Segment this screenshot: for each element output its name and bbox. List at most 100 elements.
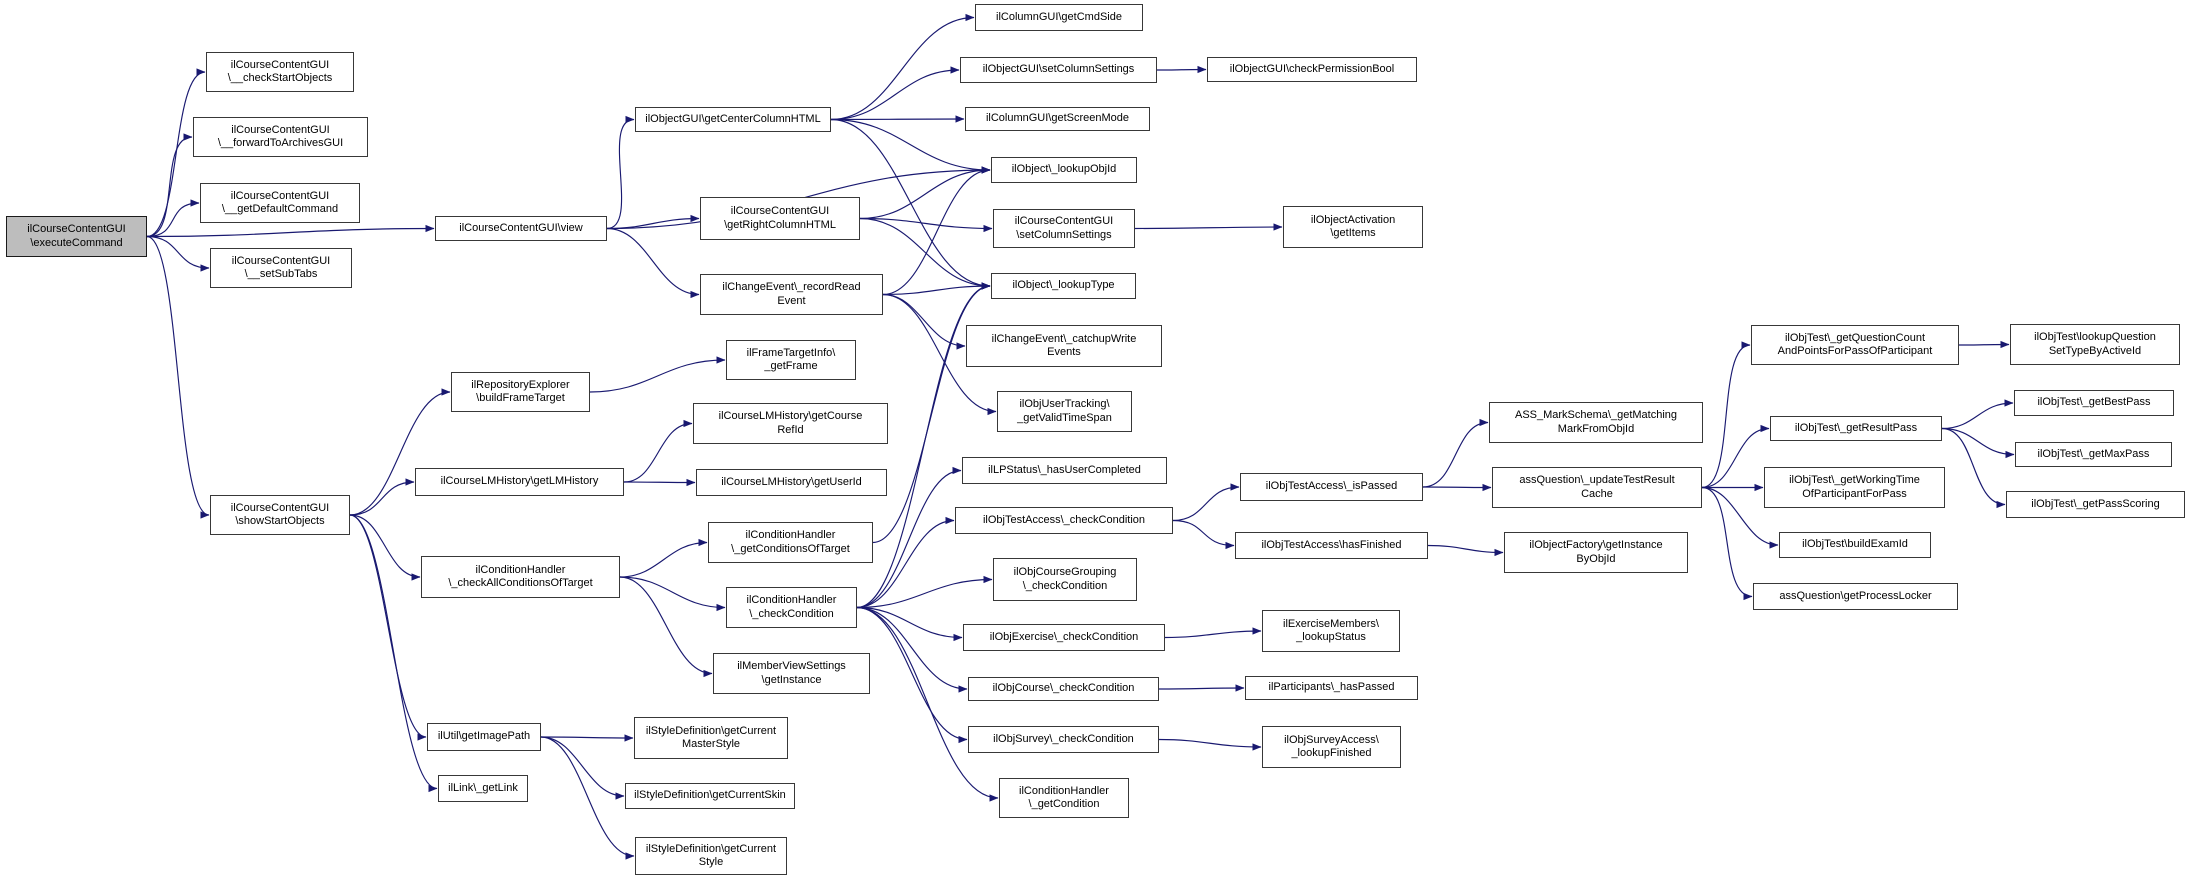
graph-node-check-all-conditions[interactable]: ilConditionHandler\_checkAllConditionsOf… (421, 556, 620, 598)
graph-node-get-condition[interactable]: ilConditionHandler\_getCondition (999, 778, 1129, 818)
graph-node-label: ilObjTest\_getResultPass (1794, 421, 1918, 434)
graph-node-is-passed[interactable]: ilObjTestAccess\_isPassed (1240, 473, 1423, 501)
call-edge-get-result-pass--get-pass-scoring (1941, 427, 2006, 509)
graph-node-get-frame[interactable]: ilFrameTargetInfo\_getFrame (726, 340, 856, 380)
graph-node-label: ilObjTestAccess\hasFinished (1261, 538, 1402, 551)
graph-node-get-conditions-of-target[interactable]: ilConditionHandler\_getConditionsOfTarge… (708, 522, 873, 563)
call-edge-get-image-path--get-current-skin (540, 736, 625, 800)
call-edge-objgui-set-column-settings--check-permission-bool (1156, 65, 1207, 74)
graph-node-get-instance[interactable]: ilMemberViewSettings\getInstance (713, 653, 870, 694)
call-edge-record-read-event--lookup-type (882, 282, 991, 296)
call-edge-execute-command--view (146, 224, 435, 238)
graph-node-get-items[interactable]: ilObjectActivation\getItems (1283, 206, 1423, 248)
graph-node-label: assQuestion\_updateTestResult (1519, 474, 1675, 486)
graph-node-build-exam-id[interactable]: ilObjTest\buildExamId (1779, 532, 1931, 558)
edge-group (146, 13, 2015, 860)
call-edge-ch-check-condition--survey-check-condition (856, 606, 968, 744)
graph-node-get-center-column-html[interactable]: ilObjectGUI\getCenterColumnHTML (635, 107, 831, 132)
graph-node-get-pass-scoring[interactable]: ilObjTest\_getPassScoring (2006, 491, 2185, 518)
graph-node-label: ilObject\_lookupObjId (1011, 163, 1117, 176)
graph-node-label: ilChangeEvent\_catchupWrite (991, 332, 1137, 345)
graph-node-get-user-id[interactable]: ilCourseLMHistory\getUserId (696, 469, 887, 496)
graph-node-build-frame-target[interactable]: ilRepositoryExplorer\buildFrameTarget (451, 372, 590, 412)
graph-node-execute-command[interactable]: ilCourseContentGUI\executeCommand (6, 216, 147, 257)
graph-node-course-check-condition[interactable]: ilObjCourse\_checkCondition (968, 677, 1159, 701)
call-edge-ta-check-condition--has-finished (1172, 519, 1235, 550)
graph-node-get-result-pass[interactable]: ilObjTest\_getResultPass (1770, 416, 1942, 441)
graph-node-label: ilObjCourseGrouping (1013, 566, 1117, 578)
graph-node-label: \buildFrameTarget (476, 392, 565, 404)
graph-node-grouping-check-condition[interactable]: ilObjCourseGrouping\_checkCondition (993, 558, 1137, 601)
graph-node-label: ilParticipants\_hasPassed (1268, 681, 1395, 694)
call-edge-show-start-objects--check-all-conditions (349, 514, 421, 581)
graph-node-get-cmd-side[interactable]: ilColumnGUI\getCmdSide (975, 4, 1143, 31)
graph-node-check-start-objects[interactable]: ilCourseContentGUI\__checkStartObjects (206, 52, 354, 92)
graph-node-get-lm-history[interactable]: ilCourseLMHistory\getLMHistory (415, 468, 624, 496)
call-edge-update-test-result-cache--get-question-count (1701, 341, 1751, 489)
call-edge-execute-command--get-default-command (146, 199, 200, 238)
graph-node-label: ilExerciseMembers\ (1283, 617, 1379, 630)
graph-node-objgui-set-column-settings[interactable]: ilObjectGUI\setColumnSettings (960, 57, 1157, 83)
call-edge-get-center-column-html--lookup-type (830, 118, 991, 290)
graph-node-has-finished[interactable]: ilObjTestAccess\hasFinished (1235, 532, 1428, 559)
graph-node-label: ilCourseContentGUI (231, 254, 331, 267)
call-edge-is-passed--get-matching-mark (1422, 418, 1489, 488)
call-edge-get-center-column-html--objgui-set-column-settings (830, 66, 960, 121)
graph-node-get-right-column-html[interactable]: ilCourseContentGUI\getRightColumnHTML (700, 197, 860, 240)
graph-node-get-process-locker[interactable]: assQuestion\getProcessLocker (1753, 583, 1958, 610)
graph-node-label: ilColumnGUI\getCmdSide (996, 10, 1122, 23)
graph-node-label: ilCourseLMHistory\getUserId (721, 475, 862, 488)
graph-node-label: ilCourseContentGUI (230, 58, 330, 71)
call-edge-show-start-objects--build-frame-target (349, 388, 451, 516)
graph-node-has-user-completed[interactable]: ilLPStatus\_hasUserCompleted (962, 457, 1167, 484)
graph-node-view[interactable]: ilCourseContentGUI\view (435, 216, 607, 241)
graph-node-get-image-path[interactable]: ilUtil\getImagePath (427, 723, 541, 751)
graph-node-label: ilObjSurveyAccess\ (1284, 733, 1379, 746)
call-edge-record-read-event--get-valid-time-span (882, 293, 997, 416)
call-edge-check-all-conditions--ch-check-condition (619, 576, 726, 612)
graph-node-ta-check-condition[interactable]: ilObjTestAccess\_checkCondition (955, 507, 1173, 534)
graph-node-lookup-status[interactable]: ilExerciseMembers\_lookupStatus (1262, 610, 1400, 652)
graph-node-exercise-check-condition[interactable]: ilObjExercise\_checkCondition (963, 624, 1165, 651)
graph-node-get-max-pass[interactable]: ilObjTest\_getMaxPass (2015, 442, 2172, 467)
graph-node-get-valid-time-span[interactable]: ilObjUserTracking\_getValidTimeSpan (997, 391, 1132, 432)
graph-node-label: _getValidTimeSpan (1017, 411, 1112, 424)
graph-node-label: ilLPStatus\_hasUserCompleted (988, 463, 1141, 476)
graph-node-ccc-set-column-settings[interactable]: ilCourseContentGUI\setColumnSettings (993, 209, 1135, 248)
graph-node-has-passed[interactable]: ilParticipants\_hasPassed (1245, 676, 1418, 700)
graph-node-set-sub-tabs[interactable]: ilCourseContentGUI\__setSubTabs (210, 248, 352, 288)
graph-node-lookup-finished[interactable]: ilObjSurveyAccess\_lookupFinished (1262, 726, 1401, 768)
graph-node-get-default-command[interactable]: ilCourseContentGUI\__getDefaultCommand (200, 183, 360, 223)
graph-node-get-best-pass[interactable]: ilObjTest\_getBestPass (2014, 390, 2174, 416)
graph-node-label: ilObjectGUI\checkPermissionBool (1229, 62, 1395, 75)
graph-node-get-screen-mode[interactable]: ilColumnGUI\getScreenMode (965, 107, 1150, 131)
graph-node-label: ilObjUserTracking\ (1019, 398, 1110, 410)
graph-node-label: ilConditionHandler (746, 594, 837, 606)
graph-node-label: RefId (777, 423, 804, 436)
graph-node-label: ilObjTest\_getWorkingTime (1789, 474, 1920, 486)
call-edge-ta-check-condition--is-passed (1172, 483, 1240, 522)
graph-node-forward-to-archives-gui[interactable]: ilCourseContentGUI\__forwardToArchivesGU… (193, 117, 368, 157)
graph-node-lookup-obj-id[interactable]: ilObject\_lookupObjId (991, 157, 1137, 183)
graph-node-label: ilObjectGUI\setColumnSettings (982, 63, 1135, 76)
graph-node-survey-check-condition[interactable]: ilObjSurvey\_checkCondition (968, 726, 1159, 753)
graph-node-check-permission-bool[interactable]: ilObjectGUI\checkPermissionBool (1207, 57, 1417, 82)
call-edge-get-image-path--get-current-style (540, 736, 635, 860)
graph-node-ch-check-condition[interactable]: ilConditionHandler\_checkCondition (726, 587, 857, 628)
graph-node-show-start-objects[interactable]: ilCourseContentGUI\showStartObjects (210, 495, 350, 535)
graph-node-get-link[interactable]: ilLink\_getLink (438, 775, 528, 802)
graph-node-lookup-type[interactable]: ilObject\_lookupType (991, 273, 1136, 299)
call-edge-has-finished--get-instance-by-obj-id (1427, 544, 1504, 557)
graph-node-get-current-skin[interactable]: ilStyleDefinition\getCurrentSkin (625, 783, 795, 809)
